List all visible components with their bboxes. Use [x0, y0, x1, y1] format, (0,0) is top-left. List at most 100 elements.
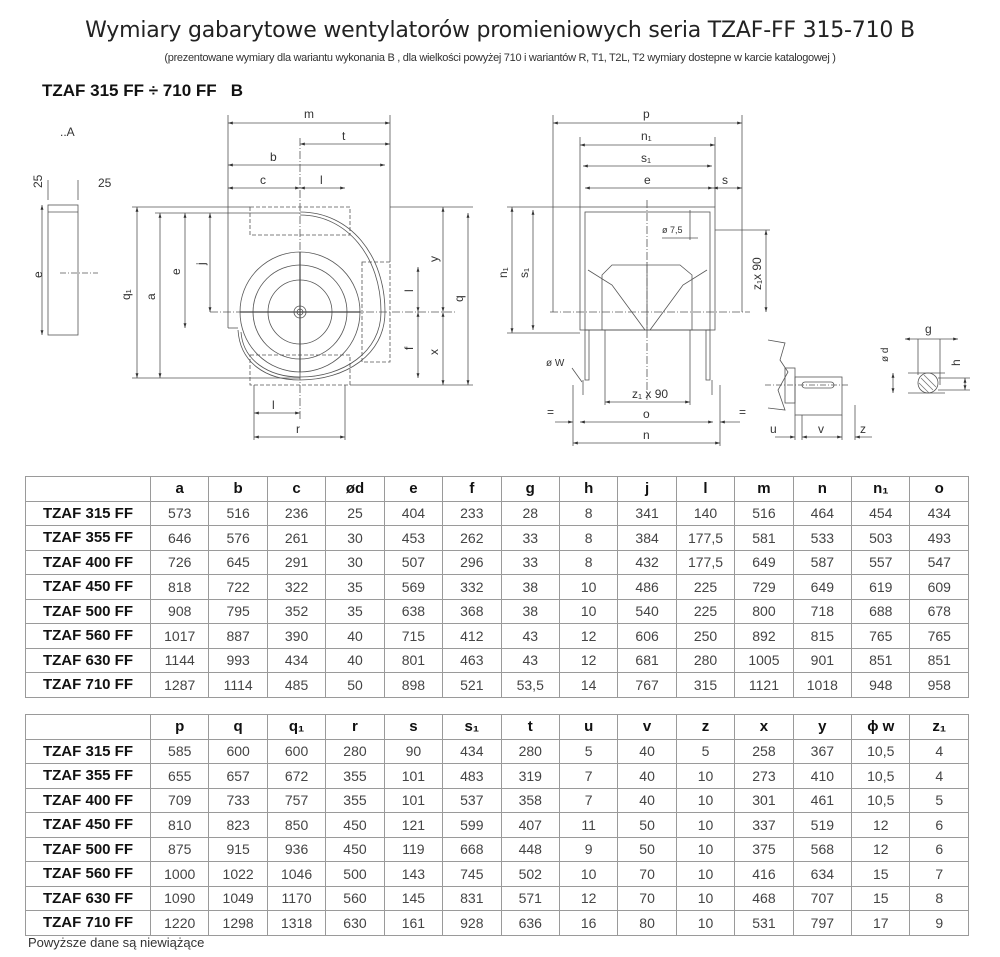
- value-cell: 503: [851, 525, 911, 551]
- model-name-cell: TZAF 400 FF: [25, 549, 151, 575]
- value-cell: 143: [383, 861, 444, 887]
- value-cell: 50: [325, 672, 385, 698]
- value-cell: 273: [734, 763, 794, 789]
- dim-v-label: v: [818, 422, 824, 436]
- value-cell: 53,5: [500, 672, 560, 698]
- value-cell: 729: [734, 574, 794, 600]
- value-cell: 1144: [149, 647, 210, 673]
- value-cell: 434: [266, 647, 327, 673]
- value-cell: 407: [500, 812, 560, 838]
- value-cell: 50: [617, 812, 677, 838]
- value-cell: 410: [792, 763, 853, 789]
- value-cell: 161: [383, 910, 444, 936]
- column-header: ϕ w: [851, 714, 911, 740]
- value-cell: 1298: [208, 910, 268, 936]
- dim-w-label: ø W: [546, 358, 565, 369]
- model-name-cell: TZAF 630 FF: [25, 885, 151, 911]
- technical-drawing: ..A 25 25 e m t b c l q₁ a e j l f y x q…: [31, 107, 970, 446]
- value-cell: 258: [734, 738, 794, 764]
- dim-m-label: m: [304, 107, 314, 121]
- motor-bracket-detail: [765, 339, 872, 440]
- value-cell: 355: [325, 763, 385, 789]
- dim-z-label: z: [860, 422, 866, 436]
- value-cell: 9: [909, 910, 969, 936]
- value-cell: 35: [325, 598, 385, 624]
- value-cell: 547: [909, 549, 969, 575]
- value-cell: 765: [851, 623, 911, 649]
- value-cell: 7: [558, 763, 619, 789]
- value-cell: 8: [909, 885, 969, 911]
- value-cell: 1005: [734, 647, 794, 673]
- column-header: r: [325, 714, 385, 740]
- value-cell: 573: [149, 500, 210, 526]
- column-header: q: [208, 714, 268, 740]
- value-cell: 646: [149, 525, 210, 551]
- value-cell: 30: [325, 549, 385, 575]
- column-header: n₁: [851, 476, 911, 502]
- dim-n-label: n: [643, 428, 650, 442]
- value-cell: 892: [734, 623, 794, 649]
- value-cell: 40: [325, 623, 385, 649]
- dim-q1-label: q₁: [119, 289, 133, 300]
- value-cell: 10: [558, 861, 619, 887]
- value-cell: 101: [383, 787, 444, 813]
- value-cell: 40: [617, 787, 677, 813]
- value-cell: 801: [383, 647, 444, 673]
- column-header: l: [675, 476, 736, 502]
- value-cell: 831: [442, 885, 502, 911]
- dim-s-label: s: [722, 173, 728, 187]
- value-cell: 416: [734, 861, 794, 887]
- column-header: e: [383, 476, 444, 502]
- model-range-heading: TZAF 315 FF ÷ 710 FF B: [42, 81, 244, 100]
- value-cell: 461: [792, 787, 853, 813]
- value-cell: 681: [617, 647, 677, 673]
- value-cell: 521: [442, 672, 502, 698]
- value-cell: 30: [325, 525, 385, 551]
- value-cell: 765: [909, 623, 969, 649]
- value-cell: 901: [792, 647, 853, 673]
- value-cell: 145: [383, 885, 444, 911]
- value-cell: 571: [500, 885, 560, 911]
- value-cell: 560: [325, 885, 385, 911]
- column-header: q₁: [266, 714, 327, 740]
- dim-d-label: ø d: [880, 348, 891, 362]
- value-cell: 767: [617, 672, 677, 698]
- column-header: g: [500, 476, 560, 502]
- column-header: b: [208, 476, 268, 502]
- value-cell: 619: [851, 574, 911, 600]
- value-cell: 319: [500, 763, 560, 789]
- value-cell: 35: [325, 574, 385, 600]
- value-cell: 531: [734, 910, 794, 936]
- value-cell: 12: [558, 885, 619, 911]
- value-cell: 332: [442, 574, 502, 600]
- shaft-section-detail: [891, 337, 970, 394]
- value-cell: 7: [909, 861, 969, 887]
- value-cell: 12: [558, 623, 619, 649]
- value-cell: 10: [675, 763, 736, 789]
- equal-right-label: =: [739, 405, 746, 419]
- column-header: s₁: [442, 714, 502, 740]
- value-cell: 28: [500, 500, 560, 526]
- model-name-cell: TZAF 450 FF: [25, 574, 151, 600]
- column-header: n: [792, 476, 853, 502]
- value-cell: 928: [442, 910, 502, 936]
- value-cell: 1318: [266, 910, 327, 936]
- value-cell: 121: [383, 812, 444, 838]
- hole-diameter-label: ø 7,5: [662, 225, 683, 235]
- column-header: j: [617, 476, 677, 502]
- model-name-cell: TZAF 630 FF: [25, 647, 151, 673]
- value-cell: 5: [909, 787, 969, 813]
- value-cell: 8: [558, 500, 619, 526]
- value-cell: 14: [558, 672, 619, 698]
- value-cell: 40: [617, 763, 677, 789]
- value-cell: 10: [675, 885, 736, 911]
- value-cell: 315: [675, 672, 736, 698]
- column-header: s: [383, 714, 444, 740]
- value-cell: 936: [266, 836, 327, 862]
- value-cell: 15: [851, 885, 911, 911]
- value-cell: 1287: [149, 672, 210, 698]
- value-cell: 958: [909, 672, 969, 698]
